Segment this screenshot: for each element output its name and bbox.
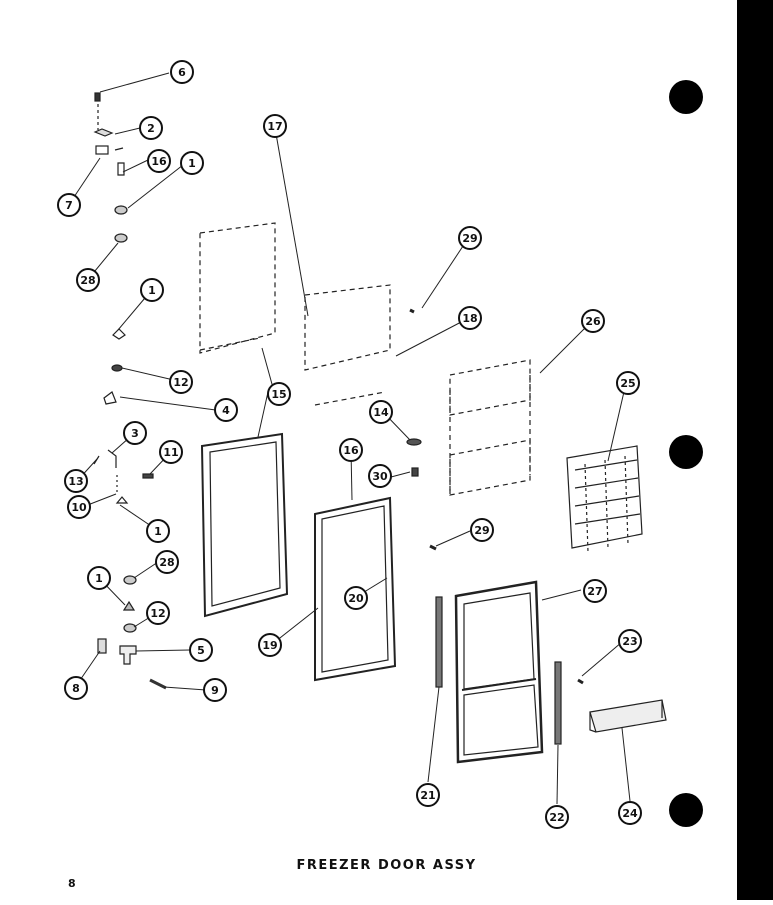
callout-14: 14 bbox=[369, 400, 393, 424]
callout-21: 21 bbox=[416, 783, 440, 807]
callout-15: 15 bbox=[267, 382, 291, 406]
callout-29: 29 bbox=[458, 226, 482, 250]
callout-label: 21 bbox=[420, 789, 435, 802]
callout-label: 5 bbox=[197, 644, 205, 657]
callout-28: 28 bbox=[76, 268, 100, 292]
callout-label: 1 bbox=[154, 525, 162, 538]
callout-label: 4 bbox=[222, 404, 230, 417]
callout-bubbles: 6 2 7 16 1 28 17 29 1 18 26 12 4 15 25 1… bbox=[57, 60, 642, 829]
door-panel bbox=[314, 391, 397, 682]
callout-16: 16 bbox=[339, 438, 363, 462]
callout-1: 1 bbox=[140, 278, 164, 302]
callout-17: 17 bbox=[263, 114, 287, 138]
callout-label: 1 bbox=[188, 157, 196, 170]
callout-25: 25 bbox=[616, 371, 640, 395]
callout-label: 1 bbox=[95, 572, 103, 585]
callout-label: 10 bbox=[71, 501, 87, 514]
callout-label: 29 bbox=[474, 524, 489, 537]
outer-door bbox=[454, 580, 544, 764]
callout-12: 12 bbox=[169, 370, 193, 394]
callout-label: 12 bbox=[150, 607, 165, 620]
door-handle bbox=[589, 699, 667, 733]
punch-hole-top bbox=[669, 80, 703, 114]
callout-label: 28 bbox=[159, 556, 174, 569]
callout-label: 20 bbox=[348, 592, 364, 605]
callout-23: 23 bbox=[618, 629, 642, 653]
gasket-frame bbox=[200, 432, 289, 618]
dashed-liner-panel bbox=[199, 222, 391, 371]
callout-27: 27 bbox=[583, 579, 607, 603]
page-number: 8 bbox=[68, 877, 76, 890]
callout-12: 12 bbox=[146, 601, 170, 625]
callout-26: 26 bbox=[581, 309, 605, 333]
callout-8: 8 bbox=[64, 676, 88, 700]
callout-label: 17 bbox=[267, 120, 282, 133]
callout-label: 28 bbox=[80, 274, 95, 287]
callout-1: 1 bbox=[146, 519, 170, 543]
callout-label: 24 bbox=[622, 807, 638, 820]
punch-hole-bottom bbox=[669, 793, 703, 827]
callout-label: 29 bbox=[462, 232, 477, 245]
callout-7: 7 bbox=[57, 193, 81, 217]
callout-label: 16 bbox=[151, 155, 167, 168]
trim-strips bbox=[435, 596, 562, 745]
callout-label: 11 bbox=[163, 446, 178, 459]
punch-hole-middle bbox=[669, 435, 703, 469]
lower-hinge-hardware bbox=[97, 575, 167, 690]
callout-label: 1 bbox=[148, 284, 156, 297]
callout-11: 11 bbox=[159, 440, 183, 464]
callout-19: 19 bbox=[258, 633, 282, 657]
callout-label: 6 bbox=[178, 66, 186, 79]
callout-label: 8 bbox=[72, 682, 80, 695]
callout-20: 20 bbox=[344, 586, 368, 610]
callout-label: 25 bbox=[620, 377, 635, 390]
binder-holes bbox=[669, 80, 703, 827]
callout-5: 5 bbox=[189, 638, 213, 662]
callout-label: 30 bbox=[372, 470, 388, 483]
middle-hinge-hardware bbox=[93, 328, 154, 504]
callout-label: 14 bbox=[373, 406, 389, 419]
parts-drawings bbox=[69, 72, 667, 805]
top-hinge-hardware bbox=[93, 92, 128, 243]
callout-1: 1 bbox=[87, 566, 111, 590]
callout-9: 9 bbox=[203, 678, 227, 702]
callout-label: 27 bbox=[587, 585, 602, 598]
callout-label: 19 bbox=[262, 639, 277, 652]
callout-13: 13 bbox=[64, 469, 88, 493]
callout-6: 6 bbox=[170, 60, 194, 84]
callout-label: 12 bbox=[173, 376, 188, 389]
callout-4: 4 bbox=[214, 398, 238, 422]
callout-label: 3 bbox=[131, 427, 139, 440]
callout-label: 16 bbox=[343, 444, 359, 457]
callout-label: 15 bbox=[271, 388, 286, 401]
callout-30: 30 bbox=[368, 464, 392, 488]
callout-label: 2 bbox=[147, 122, 155, 135]
callout-10: 10 bbox=[67, 495, 91, 519]
callout-22: 22 bbox=[545, 805, 569, 829]
binder-edge bbox=[737, 0, 773, 900]
callout-3: 3 bbox=[123, 421, 147, 445]
callout-24: 24 bbox=[618, 801, 642, 825]
callout-label: 7 bbox=[65, 199, 73, 212]
callout-1: 1 bbox=[180, 151, 204, 175]
callout-label: 22 bbox=[549, 811, 564, 824]
callout-label: 13 bbox=[68, 475, 83, 488]
callout-28: 28 bbox=[155, 550, 179, 574]
callout-label: 23 bbox=[622, 635, 637, 648]
leader-lines bbox=[69, 72, 631, 805]
callout-label: 9 bbox=[211, 684, 219, 697]
dashed-shelf-box bbox=[449, 359, 531, 496]
small-fasteners bbox=[406, 308, 584, 685]
callout-16: 16 bbox=[147, 149, 171, 173]
callout-18: 18 bbox=[458, 306, 482, 330]
callout-29: 29 bbox=[470, 518, 494, 542]
shelf-rack bbox=[566, 445, 643, 553]
callout-2: 2 bbox=[139, 116, 163, 140]
diagram-title: FREEZER DOOR ASSY bbox=[296, 858, 477, 873]
callout-label: 18 bbox=[462, 312, 477, 325]
callout-label: 26 bbox=[585, 315, 601, 328]
